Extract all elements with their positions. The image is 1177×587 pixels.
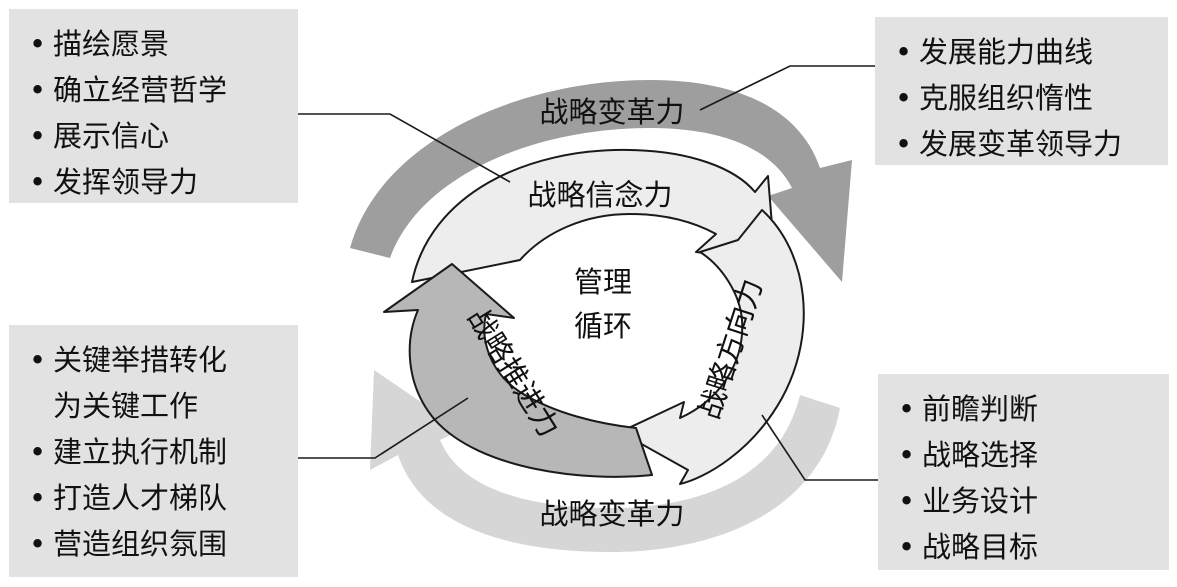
box-strategic-belief: 描绘愿景 确立经营哲学 展示信心 发挥领导力 — [9, 9, 298, 205]
list-item: 战略选择 — [896, 432, 1155, 478]
leader-line-bottom-left — [298, 397, 469, 459]
box-strategic-change-list: 发展能力曲线 克服组织惰性 发展变革领导力 — [893, 29, 1154, 167]
list-item: 克服组织惰性 — [893, 75, 1154, 121]
list-item: 展示信心 — [27, 113, 284, 159]
box-strategic-direction-list: 前瞻判断 战略选择 业务设计 战略目标 — [896, 386, 1155, 570]
leader-line-top-right — [699, 65, 875, 111]
outer-top-label: 战略变革力 — [539, 95, 684, 129]
list-item: 战略目标 — [896, 524, 1155, 570]
outer-top-arrow — [350, 80, 852, 282]
segment-right — [619, 209, 805, 485]
segment-top-label: 战略信念力 — [527, 178, 672, 212]
list-item: 关键举措转化 为关键工作 — [27, 337, 284, 429]
center-label-line1: 管理 — [574, 265, 632, 299]
box-strategic-execution: 关键举措转化 为关键工作 建立执行机制 打造人才梯队 营造组织氛围 — [9, 325, 298, 577]
list-item: 发展能力曲线 — [893, 29, 1154, 75]
list-item: 建立执行机制 — [27, 429, 284, 475]
center-label-line2: 循环 — [574, 309, 632, 343]
list-item: 确立经营哲学 — [27, 67, 284, 113]
segment-left — [383, 263, 653, 478]
leader-line-top-left — [298, 113, 511, 183]
box-strategic-belief-list: 描绘愿景 确立经营哲学 展示信心 发挥领导力 — [27, 21, 284, 205]
list-item: 打造人才梯队 — [27, 475, 284, 521]
list-item: 营造组织氛围 — [27, 521, 284, 567]
outer-bottom-label: 战略变革力 — [539, 497, 684, 531]
list-item: 发展变革领导力 — [893, 121, 1154, 167]
box-strategic-execution-list: 关键举措转化 为关键工作 建立执行机制 打造人才梯队 营造组织氛围 — [27, 337, 284, 567]
leader-line-bottom-right — [761, 414, 878, 481]
list-item: 发挥领导力 — [27, 159, 284, 205]
outer-bottom-arrow — [370, 370, 840, 552]
list-item: 前瞻判断 — [896, 386, 1155, 432]
list-item: 描绘愿景 — [27, 21, 284, 67]
list-item: 业务设计 — [896, 478, 1155, 524]
box-strategic-direction: 前瞻判断 战略选择 业务设计 战略目标 — [878, 374, 1169, 570]
box-strategic-change: 发展能力曲线 克服组织惰性 发展变革领导力 — [875, 17, 1168, 167]
